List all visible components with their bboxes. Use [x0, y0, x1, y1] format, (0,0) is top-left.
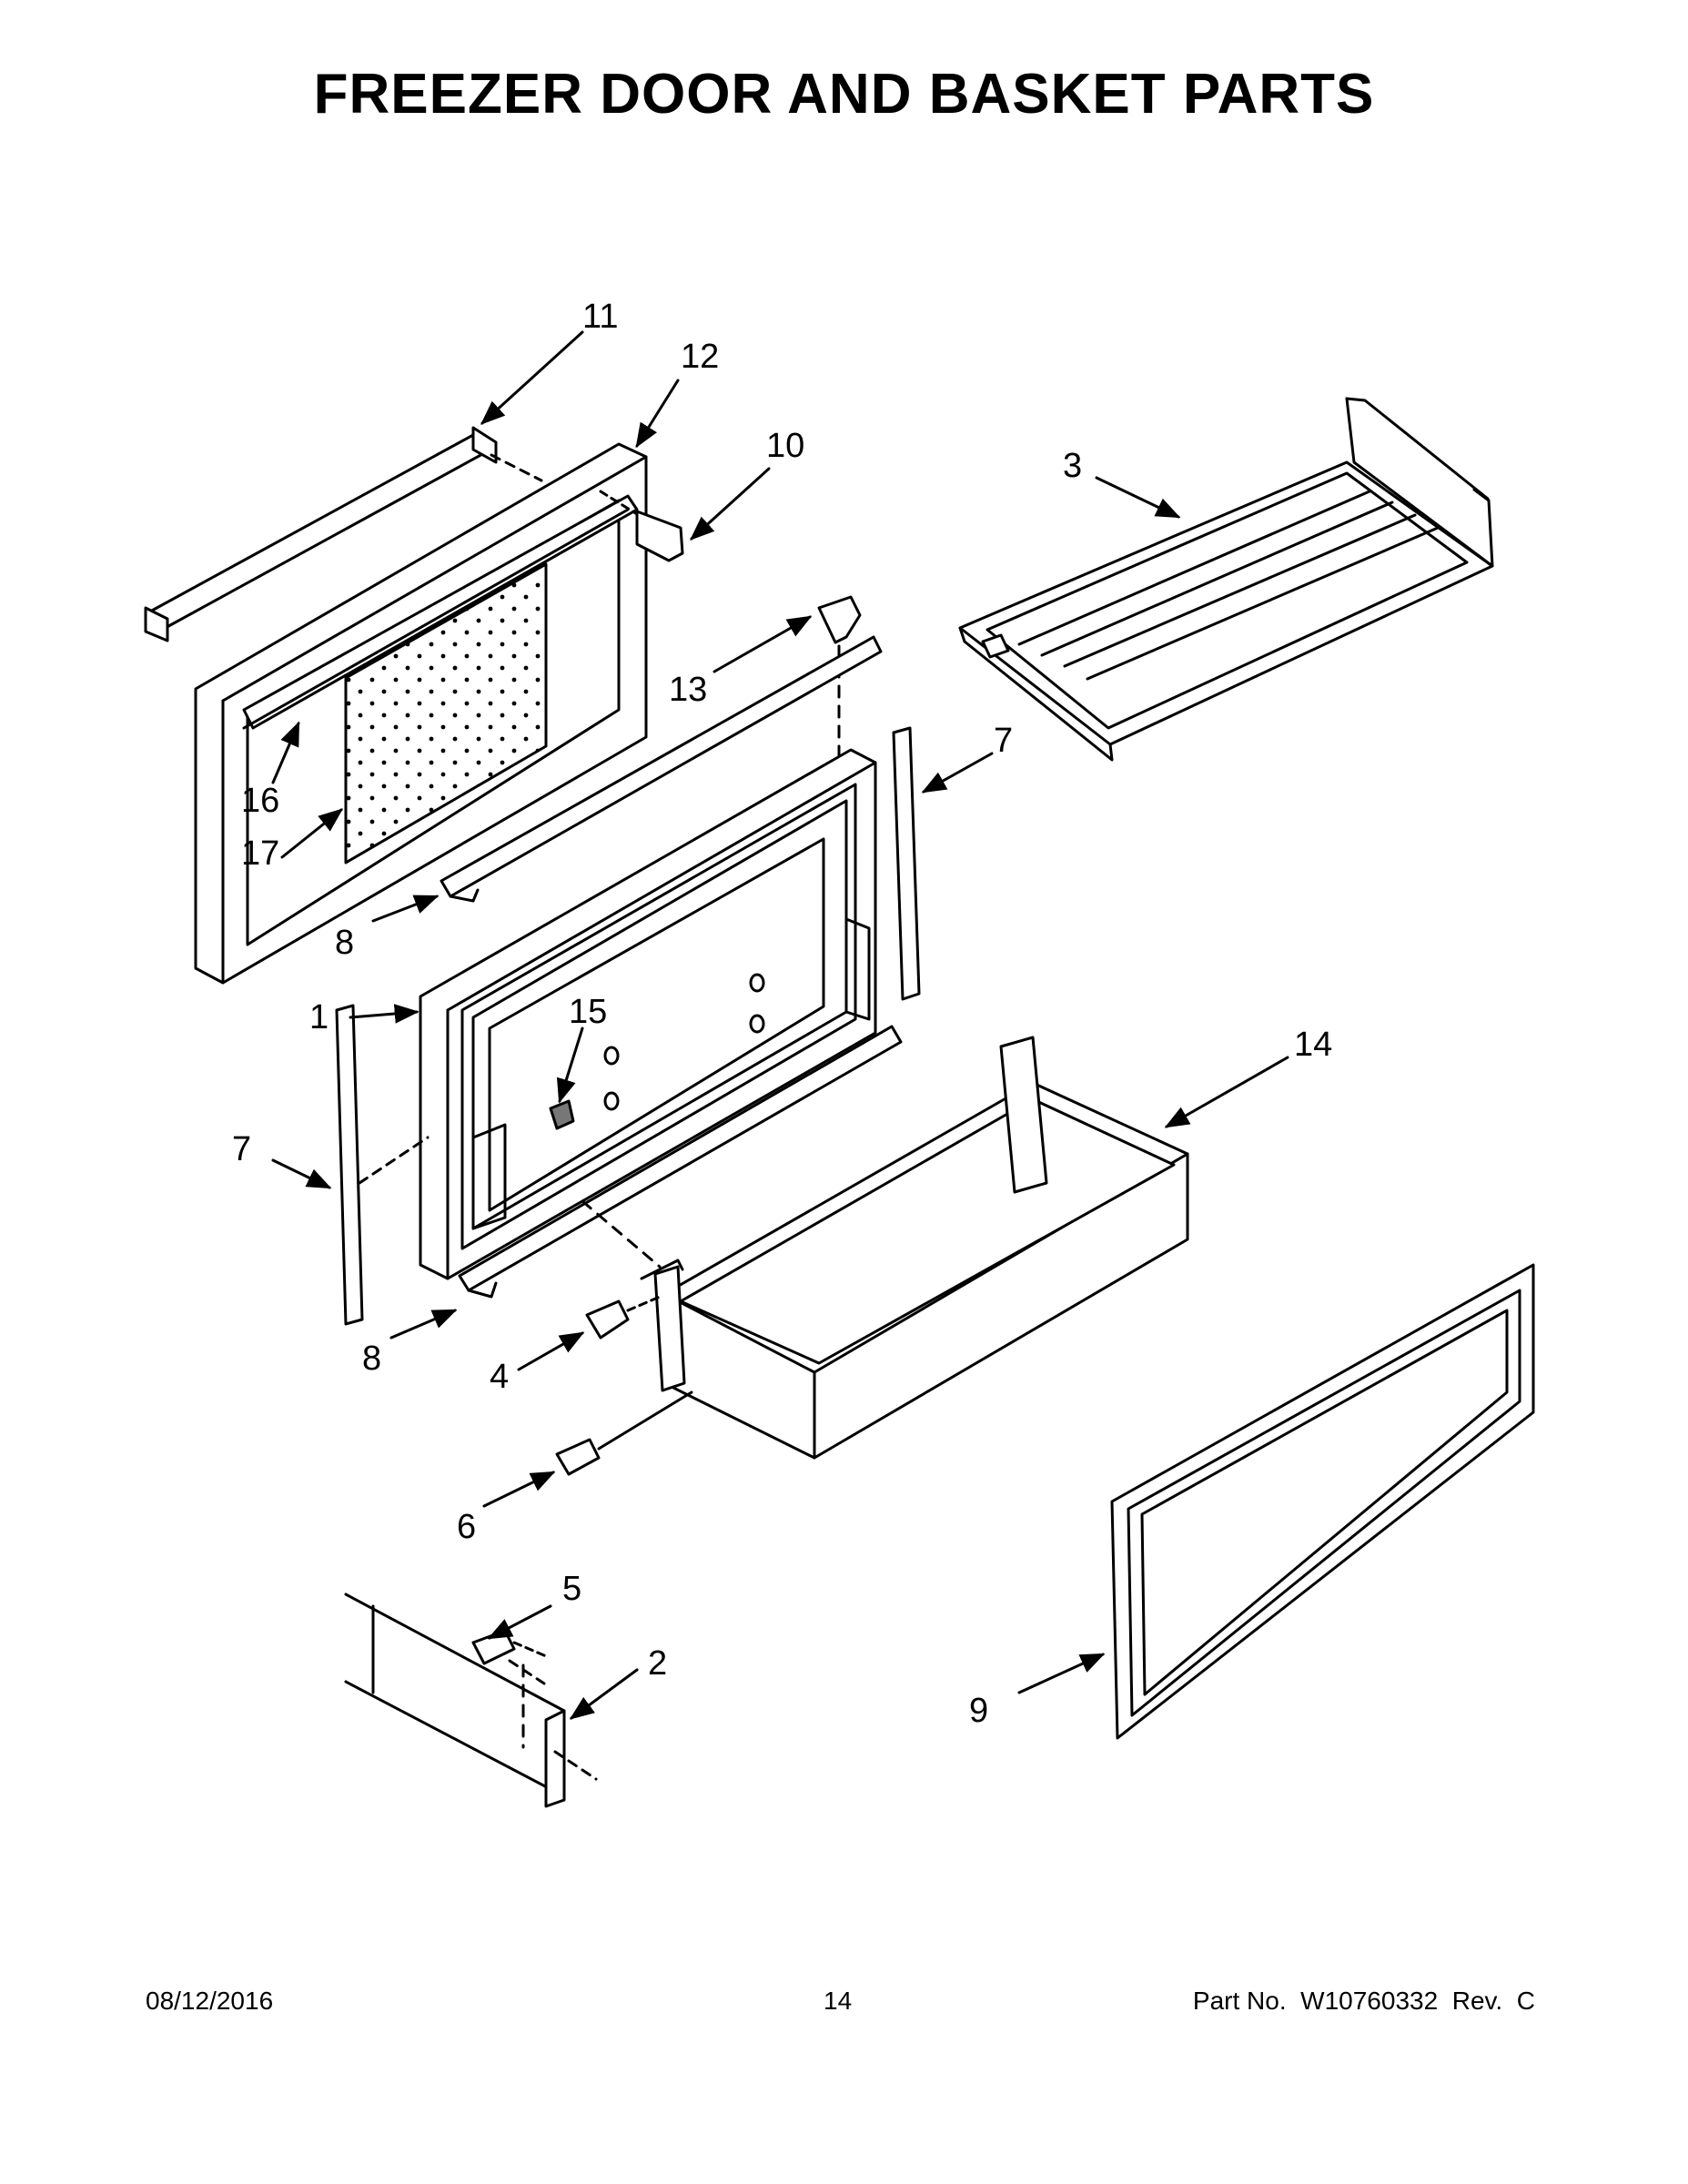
callout-12: 12 [681, 338, 719, 376]
footer-part-number: Part No. W10760332 Rev. C [1192, 1987, 1535, 2015]
callout-11: 11 [582, 298, 618, 336]
leader-lines [271, 330, 1289, 1720]
handle-bar-part [144, 426, 543, 642]
callout-15: 15 [569, 993, 607, 1031]
callout-7-left: 7 [232, 1130, 251, 1168]
screw-6-part [555, 1390, 693, 1476]
insulation-panel-part [344, 562, 548, 864]
upper-basket-part [958, 397, 1494, 762]
callout-5: 5 [562, 1570, 581, 1608]
callout-10: 10 [766, 427, 804, 465]
callout-4: 4 [490, 1358, 509, 1396]
callout-16: 16 [241, 782, 279, 820]
screw-4-part [585, 1295, 662, 1340]
callout-8-top: 8 [335, 924, 354, 962]
callout-14: 14 [1294, 1026, 1332, 1064]
callout-17: 17 [241, 834, 279, 873]
callout-1: 1 [309, 998, 329, 1036]
callout-2: 2 [648, 1644, 667, 1683]
callout-9: 9 [969, 1692, 988, 1730]
rail-top-part [440, 635, 883, 903]
fastener-15-part [549, 1099, 575, 1130]
callout-7-right: 7 [994, 722, 1013, 760]
side-bracket-left-part [335, 1004, 430, 1326]
screw-10-part [599, 490, 684, 562]
door-gasket-part [1110, 1263, 1535, 1740]
callout-3: 3 [1063, 447, 1082, 485]
screw-5-part [471, 1629, 548, 1665]
callout-8-bottom: 8 [362, 1340, 381, 1378]
page-title: FREEZER DOOR AND BASKET PARTS [313, 63, 1375, 126]
footer-page-number: 14 [824, 1987, 853, 2015]
freezer-basket-part [581, 1036, 1189, 1460]
callout-6: 6 [457, 1508, 476, 1546]
kick-plate-part [344, 1592, 598, 1808]
side-bracket-right-part [892, 726, 921, 1001]
callout-13: 13 [669, 671, 707, 709]
rail-bottom-part [458, 1025, 903, 1299]
callout-labels: 11 12 10 3 13 7 16 17 8 1 15 14 7 8 4 6 … [232, 298, 1332, 1730]
footer-date: 08/12/2016 [146, 1987, 274, 2015]
